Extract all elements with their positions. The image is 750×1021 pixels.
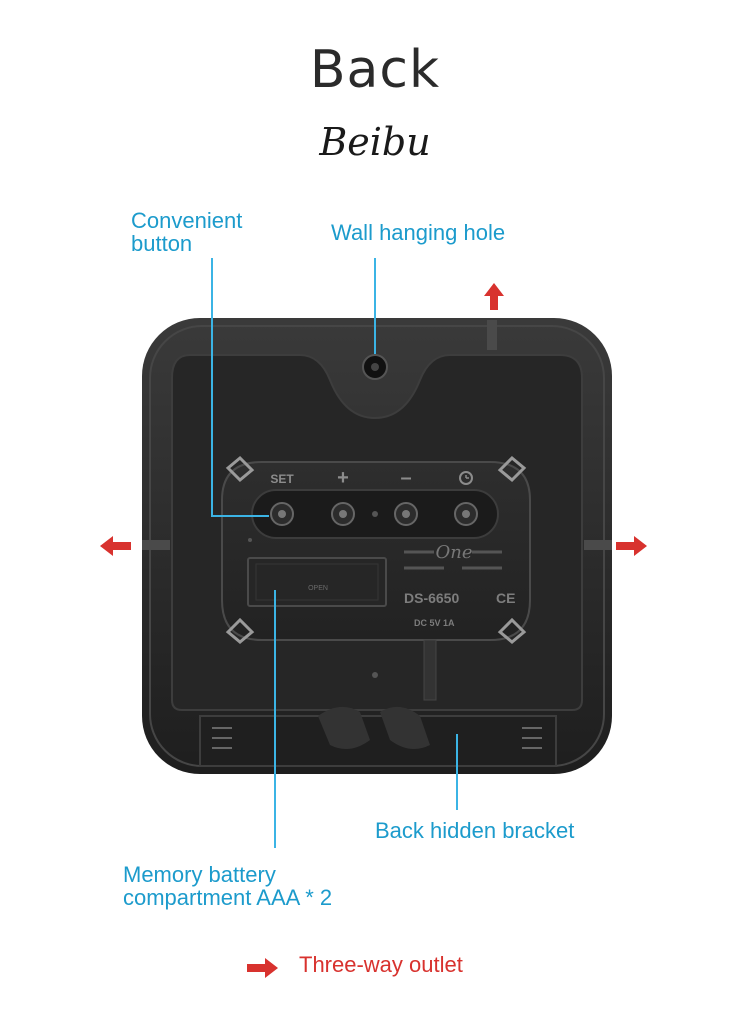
power-rating: DC 5V 1A <box>414 618 455 628</box>
battery-open-label: OPEN <box>308 585 328 592</box>
battery-label-line2: compartment AAA * 2 <box>123 885 333 910</box>
alarm-clock-icon <box>459 471 473 485</box>
button-set <box>270 502 294 526</box>
outlet-arrow-top <box>484 283 504 310</box>
device-logo: One <box>435 542 472 563</box>
plus-label: + <box>337 467 349 489</box>
set-label: SET <box>270 472 294 486</box>
outlet-arrow-left <box>100 536 131 556</box>
page-title: Back <box>309 40 441 100</box>
model-number: DS-6650 <box>404 590 459 606</box>
battery-compartment <box>247 557 387 607</box>
battery-label-line1: Memory battery <box>123 862 276 887</box>
ce-mark: CE <box>496 590 515 606</box>
three-way-outlet-legend: Three-way outlet <box>299 952 463 977</box>
convenient-button-leader <box>211 258 213 516</box>
legend-arrow-icon <box>247 958 278 978</box>
wall-hole-leader <box>374 258 376 354</box>
convenient-button-leader-h <box>211 515 269 517</box>
button-alarm <box>454 502 478 526</box>
outlet-arrow-right <box>616 536 647 556</box>
back-hidden-bracket <box>199 715 557 767</box>
back-hidden-bracket-label: Back hidden bracket <box>375 818 575 843</box>
bracket-leader <box>456 734 458 810</box>
button-minus <box>394 502 418 526</box>
convenient-button-label: Convenient button <box>131 208 243 256</box>
button-plus <box>331 502 355 526</box>
wall-hanging-hole-label: Wall hanging hole <box>331 220 506 245</box>
minus-label: – <box>400 467 411 489</box>
brand-logo-text: Beibu <box>319 120 431 164</box>
battery-leader <box>274 590 276 848</box>
